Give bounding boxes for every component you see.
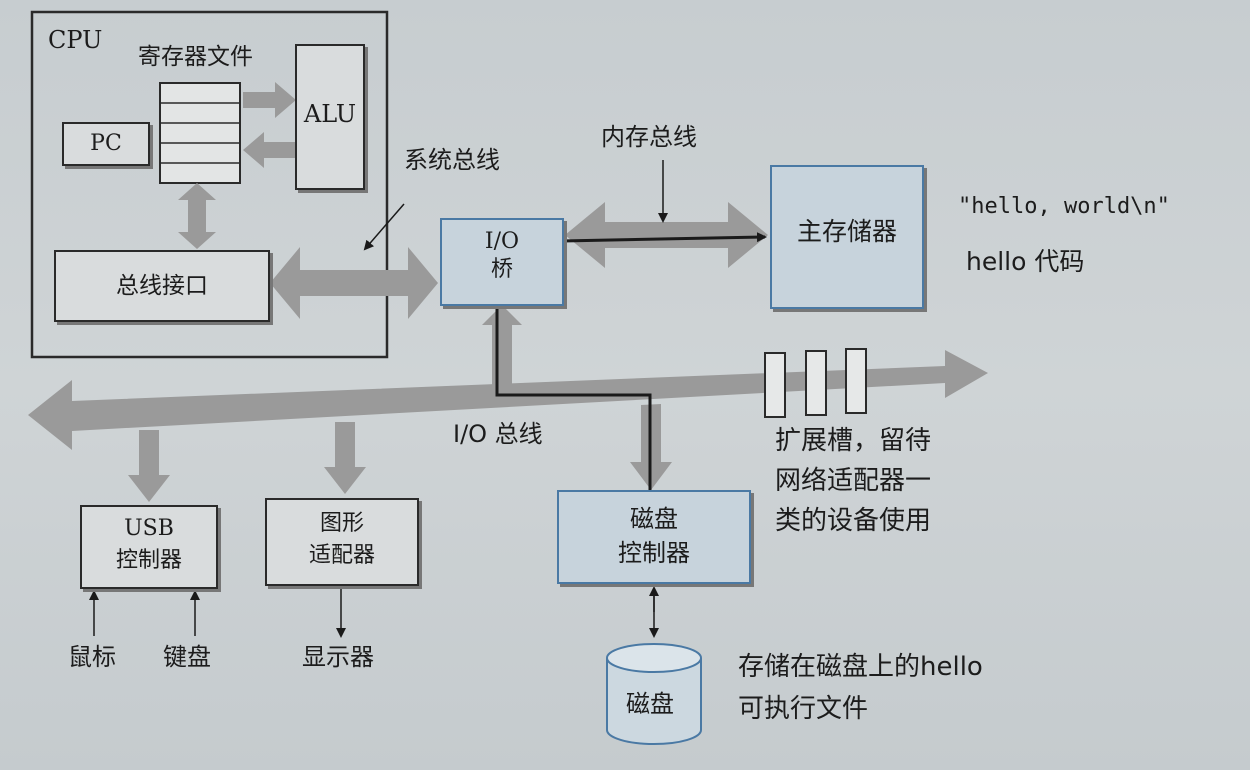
cpu-boundary <box>30 10 389 359</box>
register-file-stack <box>159 82 241 184</box>
cpu-label: CPU <box>48 26 103 54</box>
io-bus-label: I/O 总线 <box>453 420 543 448</box>
main-memory-label: 主存储器 <box>796 217 897 246</box>
main-memory-box: 主存储器 <box>770 165 924 309</box>
graphics-label-line2: 适配器 <box>308 543 375 568</box>
usb-label-line1: USB <box>124 516 174 541</box>
disk-cylinder <box>606 643 702 745</box>
pc-label: PC <box>90 131 122 156</box>
io-bridge-label-line2: 桥 <box>490 257 513 282</box>
alu-box: ALU <box>295 44 365 190</box>
alu-to-register-arrow <box>243 132 296 168</box>
display-label: 显示器 <box>302 643 374 671</box>
memory-bus-arrow <box>565 202 768 268</box>
memory-code-label: hello 代码 <box>966 247 1084 277</box>
graphics-label-line1: 图形 <box>319 511 364 536</box>
expansion-slot-2 <box>805 350 827 416</box>
io-bridge-branch-arrow <box>482 305 522 392</box>
register-file-label: 寄存器文件 <box>138 44 253 70</box>
graphics-adapter-box: 图形 适配器 <box>265 498 419 586</box>
pc-register: PC <box>62 122 150 166</box>
expansion-slot-3 <box>845 348 867 414</box>
disk-controller-label-line1: 磁盘 <box>630 505 678 533</box>
alu-label: ALU <box>303 100 357 128</box>
expansion-slot-1 <box>764 352 786 418</box>
disk-controller-box: 磁盘 控制器 <box>557 490 751 584</box>
mouse-label: 鼠标 <box>68 643 116 671</box>
disk-controller-label-line2: 控制器 <box>618 539 690 567</box>
system-bus-pointer <box>363 203 405 251</box>
keyboard-label: 键盘 <box>163 643 211 671</box>
register-to-alu-arrow <box>243 82 296 118</box>
graphics-drop-arrow <box>324 422 366 494</box>
io-bridge-box: I/O 桥 <box>440 218 564 306</box>
register-bus-interface-arrow <box>178 183 216 249</box>
bus-interface-label: 总线接口 <box>116 273 208 299</box>
usb-controller-box: USB 控制器 <box>80 505 218 589</box>
bus-interface-box: 总线接口 <box>54 250 270 322</box>
usb-label-line2: 控制器 <box>115 548 182 573</box>
disk-label: 磁盘 <box>626 690 674 718</box>
memory-string-label: "hello, world\n" <box>958 194 1170 219</box>
disk-note-line1: 存储在磁盘上的hello <box>738 652 983 682</box>
disk-note-line2: 可执行文件 <box>738 694 869 724</box>
usb-drop-arrow <box>128 430 170 502</box>
expansion-note-line1: 扩展槽，留待 <box>775 426 932 456</box>
expansion-note-line3: 类的设备使用 <box>775 506 932 536</box>
system-bus-label: 系统总线 <box>404 146 500 174</box>
io-bus-arrow <box>28 350 988 450</box>
memory-bus-label: 内存总线 <box>601 123 697 151</box>
memory-code-text: hello 代码 <box>966 247 1085 276</box>
system-bus-arrow <box>270 247 438 319</box>
io-bridge-label-line1: I/O <box>484 229 520 254</box>
expansion-note-line2: 网络适配器一 <box>775 466 932 496</box>
